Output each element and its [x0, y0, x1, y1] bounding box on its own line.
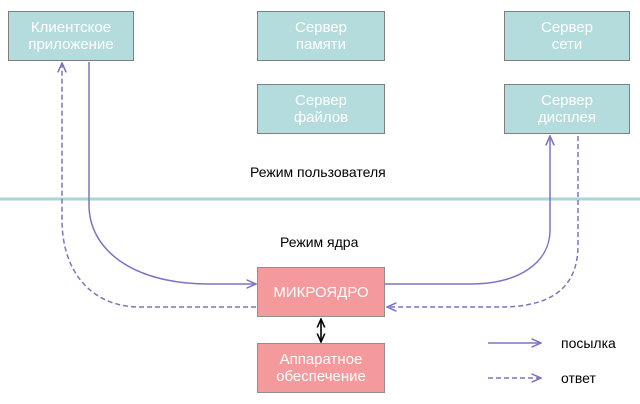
memory-server-label: Сервер памяти: [294, 19, 347, 53]
display-send-arrow: [385, 136, 550, 285]
client-reply-arrow: [62, 63, 256, 308]
network-server-box: Сервер сети: [504, 11, 630, 61]
display-reply-arrow: [387, 136, 579, 307]
display-server-label: Сервер дисплея: [538, 92, 596, 126]
display-server-box: Сервер дисплея: [504, 84, 630, 134]
microkernel-label: МИКРОЯДРО: [273, 283, 369, 301]
client-app-label: Клиентское приложение: [28, 19, 114, 53]
file-server-label: Сервер файлов: [293, 92, 349, 126]
memory-server-box: Сервер памяти: [257, 11, 385, 61]
client-send-arrow: [88, 62, 256, 284]
microkernel-box: МИКРОЯДРО: [257, 267, 385, 317]
hardware-label: Аппаратное обеспечение: [276, 351, 366, 385]
client-app-box: Клиентское приложение: [8, 11, 134, 61]
legend-reply-label: ответ: [561, 370, 596, 386]
hardware-box: Аппаратное обеспечение: [257, 343, 385, 393]
legend-send-label: посылка: [561, 335, 616, 351]
network-server-label: Сервер сети: [540, 19, 593, 53]
kernel-mode-label: Режим ядра: [280, 234, 359, 250]
user-mode-label: Режим пользователя: [250, 164, 386, 180]
file-server-box: Сервер файлов: [257, 84, 385, 134]
